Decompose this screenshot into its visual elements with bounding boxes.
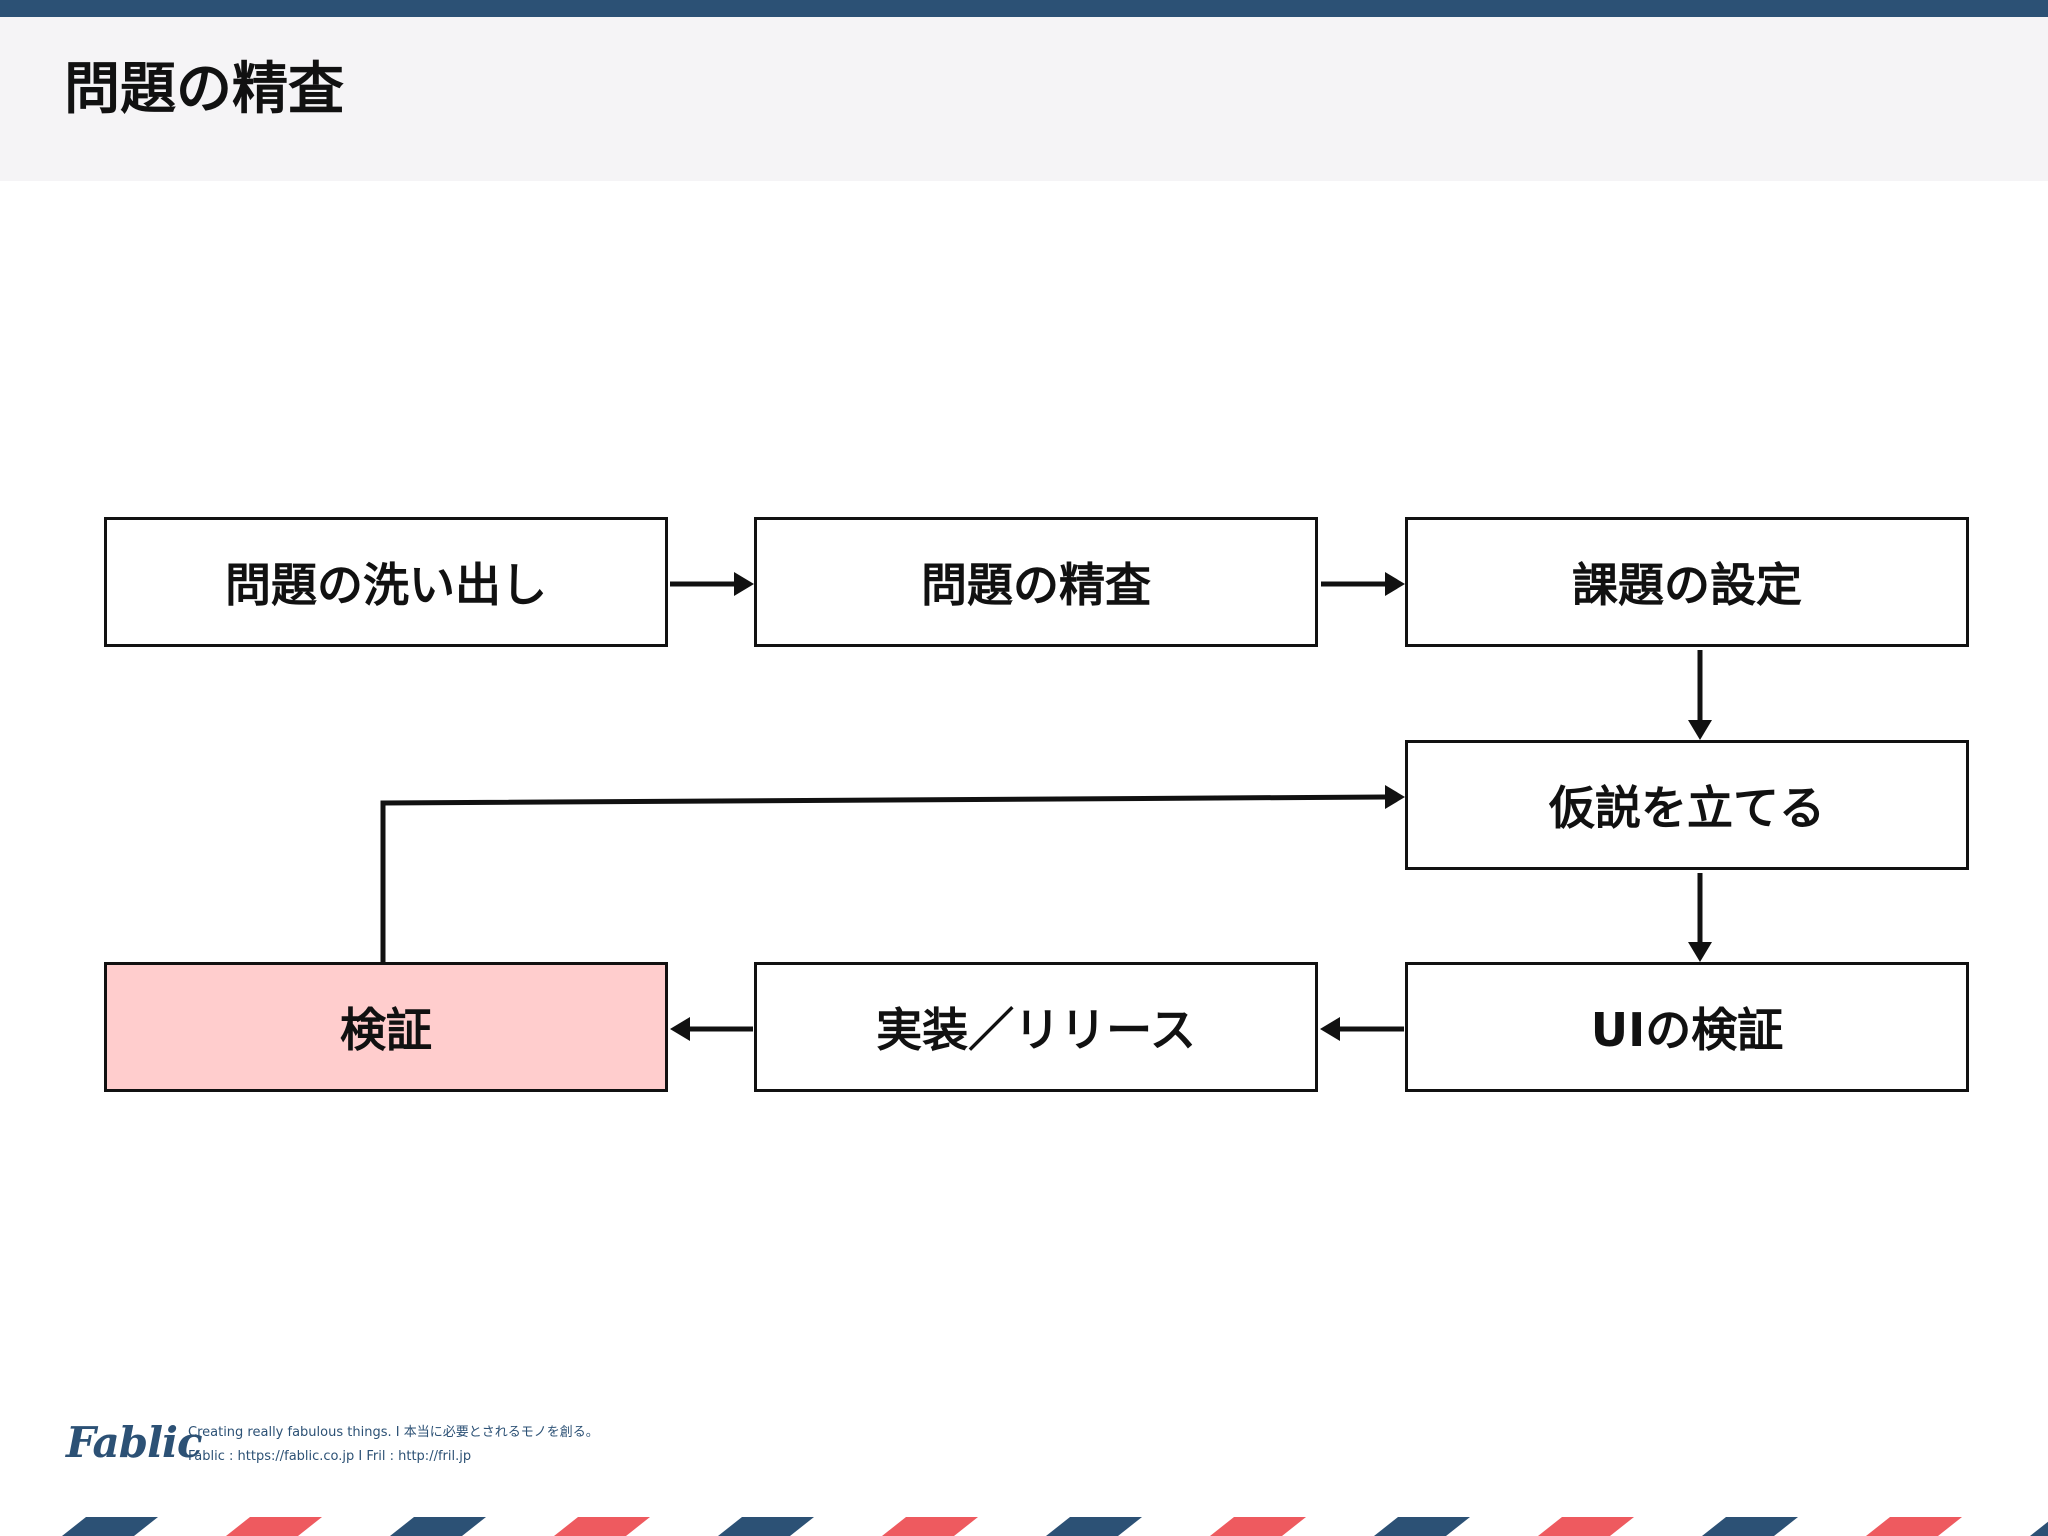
flow-node-verification: 検証 xyxy=(104,962,668,1092)
arrowhead-n3 xyxy=(1385,572,1405,596)
arrowhead-n2 xyxy=(734,572,754,596)
arrowhead-n7 xyxy=(670,1017,690,1041)
node-label: 検証 xyxy=(340,1003,432,1057)
arrowhead-n4-left xyxy=(1385,785,1405,809)
arrowhead-n6 xyxy=(1320,1017,1340,1041)
top-accent-bar xyxy=(0,0,2048,17)
node-label: UIの検証 xyxy=(1590,1003,1784,1057)
stripe-red xyxy=(1210,1517,1306,1536)
flow-node-issue-setting: 課題の設定 xyxy=(1405,517,1969,647)
flow-node-problem-listing: 問題の洗い出し xyxy=(104,517,668,647)
header-band xyxy=(0,17,2048,181)
flow-node-ui-validation: UIの検証 xyxy=(1405,962,1969,1092)
flow-node-implement-release: 実装／リリース xyxy=(754,962,1318,1092)
fablic-logo: Fablic xyxy=(66,1418,203,1467)
stripe-navy xyxy=(390,1517,486,1536)
node-label: 課題の設定 xyxy=(1572,558,1802,612)
stripe-navy xyxy=(1374,1517,1470,1536)
flow-node-hypothesis: 仮説を立てる xyxy=(1405,740,1969,870)
arrow-n7-to-n4 xyxy=(380,794,1386,962)
footer-tagline: Creating really fabulous things. I 本当に必要… xyxy=(188,1425,599,1440)
node-label: 実装／リリース xyxy=(876,1003,1196,1057)
arrowhead-n4-top xyxy=(1688,720,1712,740)
stripe-navy xyxy=(1046,1517,1142,1536)
stripe-navy xyxy=(718,1517,814,1536)
stripe-navy xyxy=(1702,1517,1798,1536)
stripe-navy xyxy=(62,1517,158,1536)
node-label: 問題の洗い出し xyxy=(225,558,547,612)
node-label: 問題の精査 xyxy=(921,558,1151,612)
stripe-red xyxy=(1866,1517,1962,1536)
stripe-red xyxy=(1538,1517,1634,1536)
stripe-red xyxy=(554,1517,650,1536)
footer-links: Fablic : https://fablic.co.jp I Fril : h… xyxy=(188,1449,472,1464)
page-title: 問題の精査 xyxy=(64,57,344,122)
airmail-stripe-border xyxy=(62,1517,2048,1536)
flow-node-problem-review: 問題の精査 xyxy=(754,517,1318,647)
stripe-red xyxy=(226,1517,322,1536)
arrowhead-n5 xyxy=(1688,942,1712,962)
stripe-red xyxy=(882,1517,978,1536)
stripe-navy xyxy=(2030,1521,2048,1536)
node-label: 仮説を立てる xyxy=(1549,781,1825,835)
